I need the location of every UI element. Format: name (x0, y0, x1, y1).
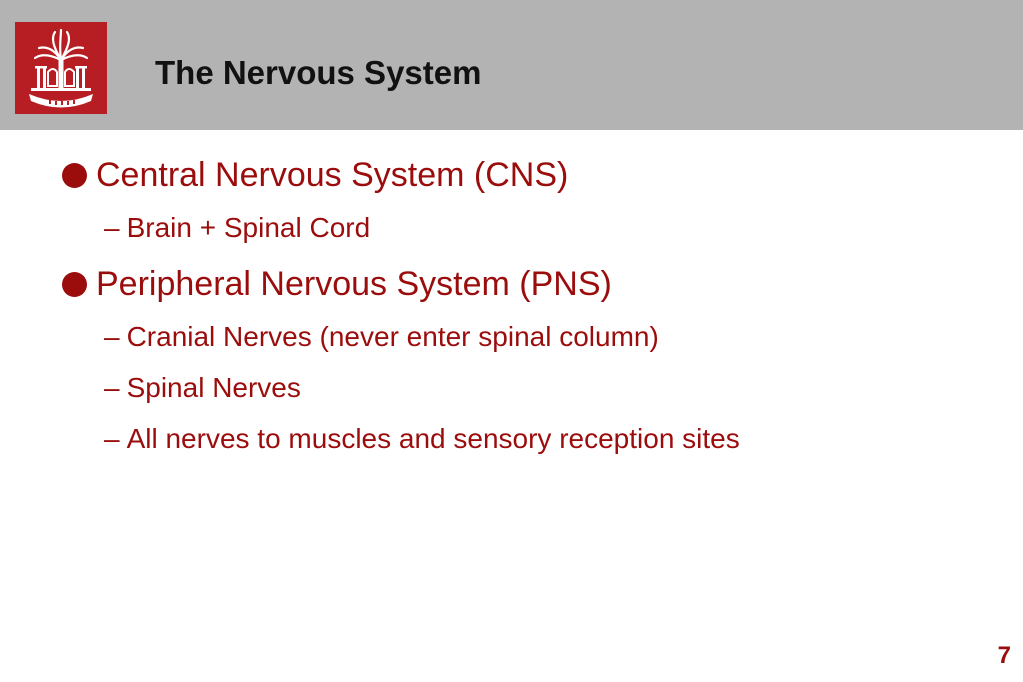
bullet-item: Central Nervous System (CNS) (62, 155, 568, 195)
bullet-item: Peripheral Nervous System (PNS) (62, 264, 612, 304)
bullet-text: Central Nervous System (CNS) (96, 156, 569, 194)
sub-bullet-item: – Spinal Nerves (104, 371, 301, 405)
dash-bullet-icon: – (104, 372, 120, 403)
sub-bullet-item: – All nerves to muscles and sensory rece… (104, 422, 740, 456)
bullet-dot-icon (62, 162, 87, 188)
palmetto-seal-icon (29, 28, 93, 108)
dash-bullet-icon: – (104, 423, 120, 454)
sub-bullet-item: – Cranial Nerves (never enter spinal col… (104, 320, 659, 354)
sub-bullet-text: All nerves to muscles and sensory recept… (126, 423, 740, 454)
dash-bullet-icon: – (104, 212, 120, 243)
sub-bullet-text: Spinal Nerves (126, 372, 301, 403)
sub-bullet-text: Cranial Nerves (never enter spinal colum… (126, 321, 659, 352)
page-number: 7 (997, 642, 1011, 669)
slide-header: The Nervous System (0, 0, 1023, 130)
university-logo (15, 22, 107, 114)
dash-bullet-icon: – (104, 321, 120, 352)
slide-title: The Nervous System (155, 54, 482, 91)
bullet-text: Peripheral Nervous System (PNS) (96, 265, 612, 303)
bullet-dot-icon (62, 271, 87, 297)
sub-bullet-text: Brain + Spinal Cord (126, 212, 371, 243)
sub-bullet-item: – Brain + Spinal Cord (104, 211, 370, 245)
